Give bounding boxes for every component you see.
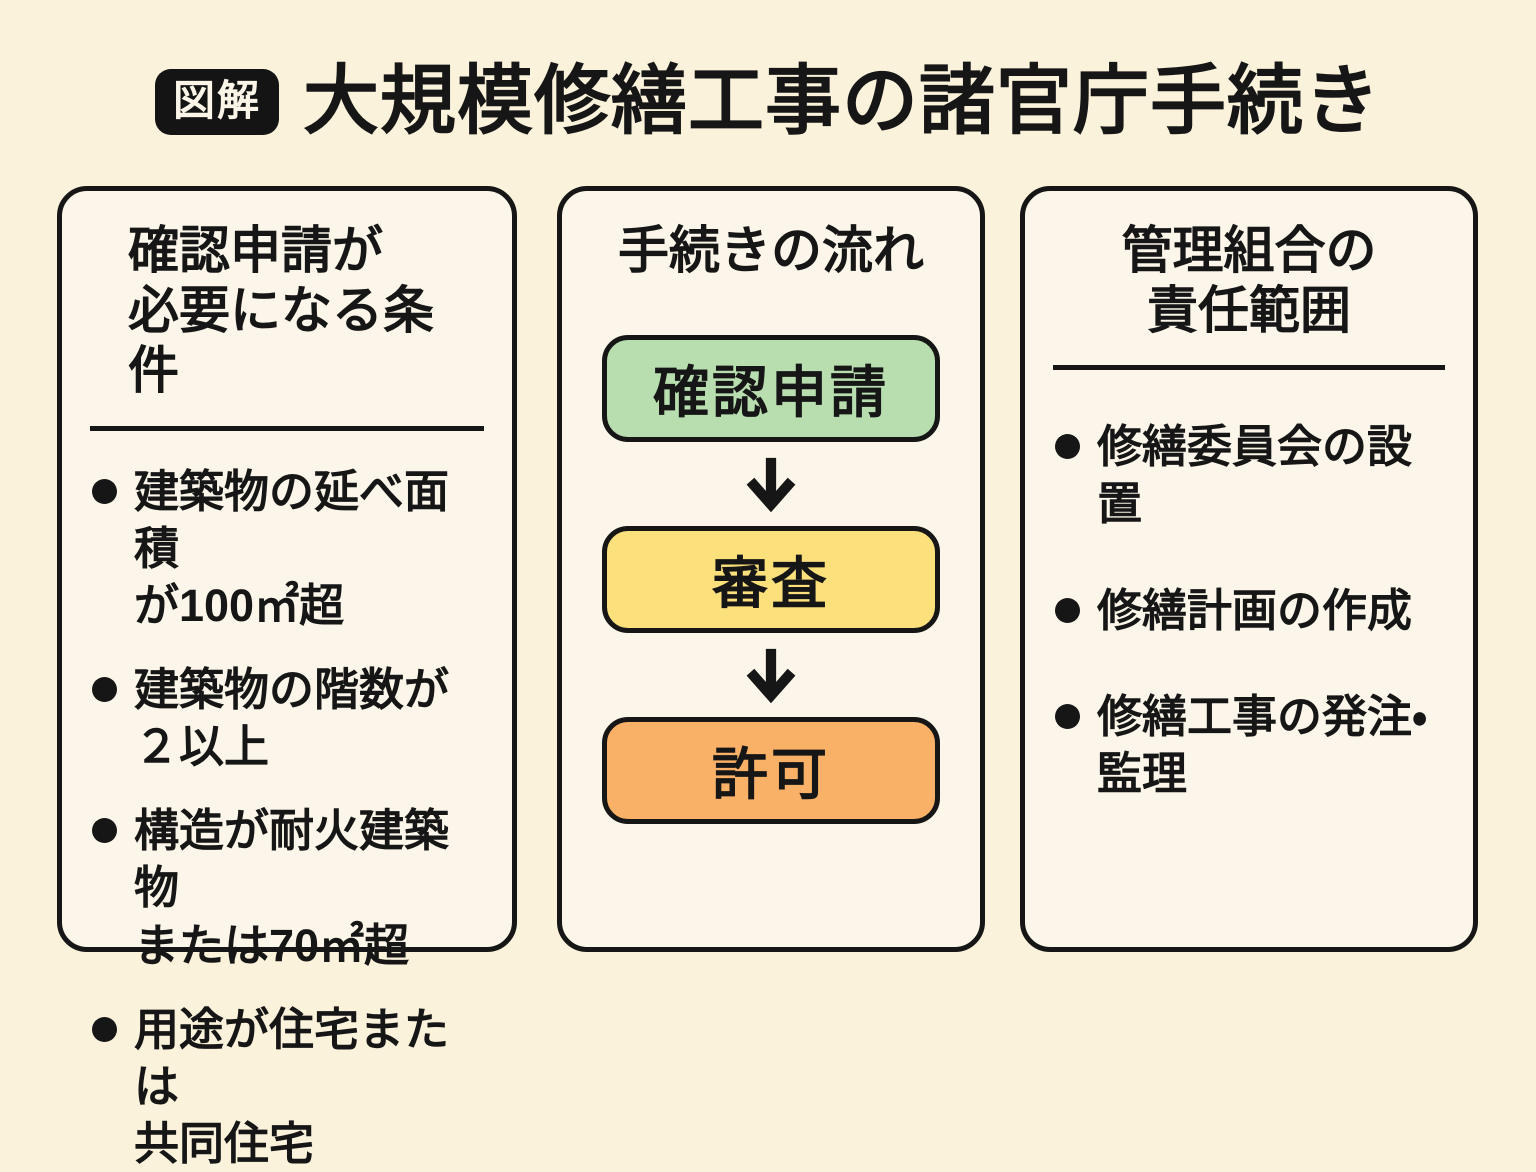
heading-line: 管理組合の xyxy=(1121,222,1377,279)
bullet-line: ２以上 xyxy=(134,721,270,773)
card-responsibilities: 管理組合の責任範囲 修繕委員会の設置修繕計画の作成修繕工事の発注・監理 xyxy=(1020,186,1478,952)
bullet-text: 構造が耐火建築物または70㎡超 xyxy=(134,802,484,973)
bullet-line: または70㎡超 xyxy=(134,919,410,971)
list-item: 建築物の延べ面積が100㎡超 xyxy=(90,463,484,634)
bullet-text: 建築物の階数が ２以上 xyxy=(134,661,449,775)
bullet-text: 用途が住宅または共同住宅 xyxy=(134,1001,484,1172)
responsibilities-divider xyxy=(1053,365,1445,371)
flow-heading: 手続きの流れ xyxy=(617,222,924,279)
bullet-icon xyxy=(1055,703,1080,729)
bullet-icon xyxy=(1055,597,1080,623)
bullet-icon xyxy=(92,676,117,702)
conditions-divider xyxy=(90,425,484,431)
arrow-down-icon xyxy=(743,646,799,704)
card-conditions: 確認申請が必要になる条件 建築物の延べ面積が100㎡超建築物の階数が ２以上構造が… xyxy=(57,186,517,1169)
bullet-line: 構造が耐火建築物 xyxy=(134,805,450,914)
bullet-text: 建築物の延べ面積が100㎡超 xyxy=(134,463,484,634)
bullet-line: 修繕工事の発注・ xyxy=(1097,690,1428,742)
flow-diagram: 確認申請審査許可 xyxy=(590,335,952,825)
bullet-line: 建築物の階数が xyxy=(134,663,450,715)
title-badge-label: 図解 xyxy=(172,77,261,124)
bullet-line: 修繕委員会の設置 xyxy=(1097,421,1413,530)
page-title: 大規模修繕工事の諸官庁手続き xyxy=(303,59,1381,144)
flow-step-label: 許可 xyxy=(712,743,830,807)
bullet-line: 共同住宅 xyxy=(134,1117,315,1169)
list-item: 修繕委員会の設置 xyxy=(1053,418,1445,532)
bullet-line: 修繕計画の作成 xyxy=(1097,584,1413,636)
list-item: 構造が耐火建築物または70㎡超 xyxy=(90,802,484,973)
bullet-line: が100㎡超 xyxy=(134,579,345,631)
title-badge: 図解 xyxy=(154,69,279,135)
flow-step-label: 確認申請 xyxy=(653,361,889,425)
bullet-line: 監理 xyxy=(1097,747,1188,799)
card-flow: 手続きの流れ 確認申請審査許可 xyxy=(557,186,985,952)
bullet-line: 建築物の延べ面積 xyxy=(134,465,450,574)
flow-step-label: 審査 xyxy=(712,552,830,616)
bullet-text: 修繕計画の作成 xyxy=(1097,582,1412,639)
bullet-icon xyxy=(92,478,117,504)
list-item: 修繕計画の作成 xyxy=(1053,582,1445,639)
cards-row: 確認申請が必要になる条件 建築物の延べ面積が100㎡超建築物の階数が ２以上構造が… xyxy=(0,186,1536,1169)
list-item: 建築物の階数が ２以上 xyxy=(90,661,484,775)
flow-step-review: 審査 xyxy=(602,526,940,634)
responsibilities-heading: 管理組合の責任範囲 xyxy=(1053,221,1445,341)
heading-line: 責任範囲 xyxy=(1146,282,1351,340)
responsibilities-list: 修繕委員会の設置修繕計画の作成修繕工事の発注・監理 xyxy=(1053,418,1445,802)
heading-line: 確認申請が xyxy=(128,222,384,279)
heading-line: 必要になる条件 xyxy=(128,282,435,400)
flow-step-confirmation-application: 確認申請 xyxy=(602,335,940,443)
bullet-line: 用途が住宅または xyxy=(134,1003,450,1112)
arrow-down-icon xyxy=(743,455,799,513)
bullet-icon xyxy=(1055,434,1080,460)
conditions-heading: 確認申請が必要になる条件 xyxy=(128,221,484,402)
flow-step-approval: 許可 xyxy=(602,717,940,825)
list-item: 用途が住宅または共同住宅 xyxy=(90,1001,484,1172)
bullet-icon xyxy=(92,1016,117,1042)
bullet-icon xyxy=(92,818,117,844)
page-header: 図解 大規模修繕工事の諸官庁手続き xyxy=(0,0,1536,140)
list-item: 修繕工事の発注・監理 xyxy=(1053,688,1445,802)
bullet-text: 修繕委員会の設置 xyxy=(1097,418,1445,532)
bullet-text: 修繕工事の発注・監理 xyxy=(1097,688,1427,802)
